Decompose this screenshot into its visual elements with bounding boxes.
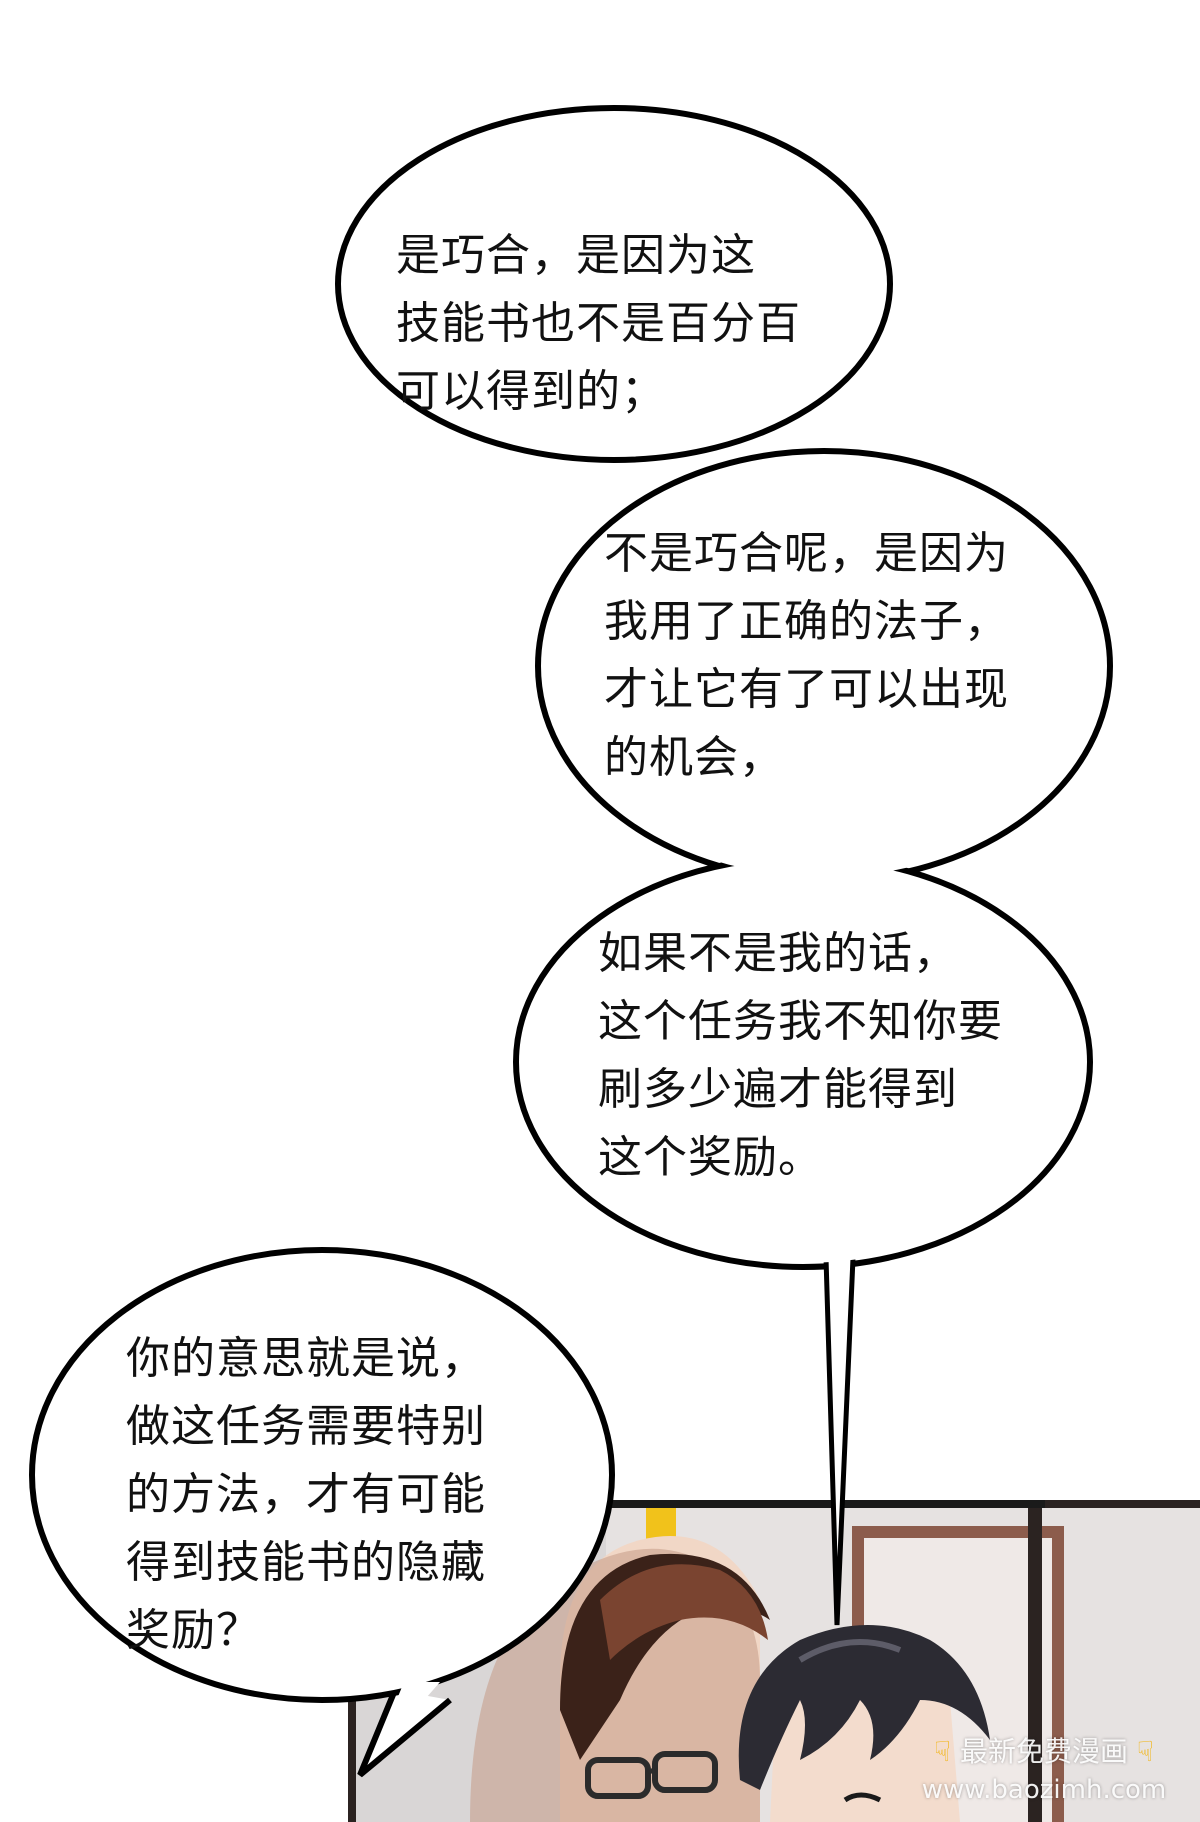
bubble-line: 是巧合，是因为这: [396, 230, 756, 281]
bubble-line: 才让它有了可以出现: [604, 664, 1009, 715]
bubble-line: 你的意思就是说，: [126, 1333, 486, 1384]
bubble-line: 这个任务我不知你要: [598, 996, 1003, 1047]
bubble-line: 得到技能书的隐藏: [126, 1537, 486, 1588]
bubble-line: 可以得到的；: [396, 366, 666, 417]
bubble-3-text: 如果不是我的话， 这个任务我不知你要 刷多少遍才能得到 这个奖励。: [598, 920, 1003, 1192]
bubble-line: 的机会，: [604, 732, 784, 783]
watermark-top-text: 最新免费漫画: [959, 1735, 1128, 1768]
watermark-top: ☟ 最新免费漫画 ☟: [894, 1732, 1194, 1772]
bubble-1-text: 是巧合，是因为这 技能书也不是百分百 可以得到的；: [396, 222, 801, 426]
bubble-line: 奖励？: [126, 1605, 261, 1656]
watermark: ☟ 最新免费漫画 ☟ www.baozimh.com: [894, 1732, 1194, 1808]
bubble-line: 做这任务需要特别: [126, 1401, 486, 1452]
bubble-line: 的方法，才有可能: [126, 1469, 486, 1520]
bubble-line: 不是巧合呢，是因为: [604, 528, 1009, 579]
speech-bubble-left: [29, 1247, 615, 1778]
bubble-line: 如果不是我的话，: [598, 928, 958, 979]
character-dark-hair: [738, 1625, 990, 1822]
bubble-line: 这个奖励。: [598, 1132, 823, 1183]
character-glasses: [470, 1536, 770, 1822]
bubble-line: 技能书也不是百分百: [396, 298, 801, 349]
pointing-hand-icon: ☟: [934, 1735, 952, 1768]
pointing-hand-icon: ☟: [1136, 1735, 1154, 1768]
bubble-line: 刷多少遍才能得到: [598, 1064, 958, 1115]
watermark-url: www.baozimh.com: [921, 1775, 1167, 1805]
bubble-line: 我用了正确的法子，: [604, 596, 1009, 647]
bubble-4-text: 你的意思就是说， 做这任务需要特别 的方法，才有可能 得到技能书的隐藏 奖励？: [126, 1325, 486, 1665]
speech-bubble-chain: [335, 105, 1113, 1626]
bubble-2-text: 不是巧合呢，是因为 我用了正确的法子， 才让它有了可以出现 的机会，: [604, 520, 1009, 792]
